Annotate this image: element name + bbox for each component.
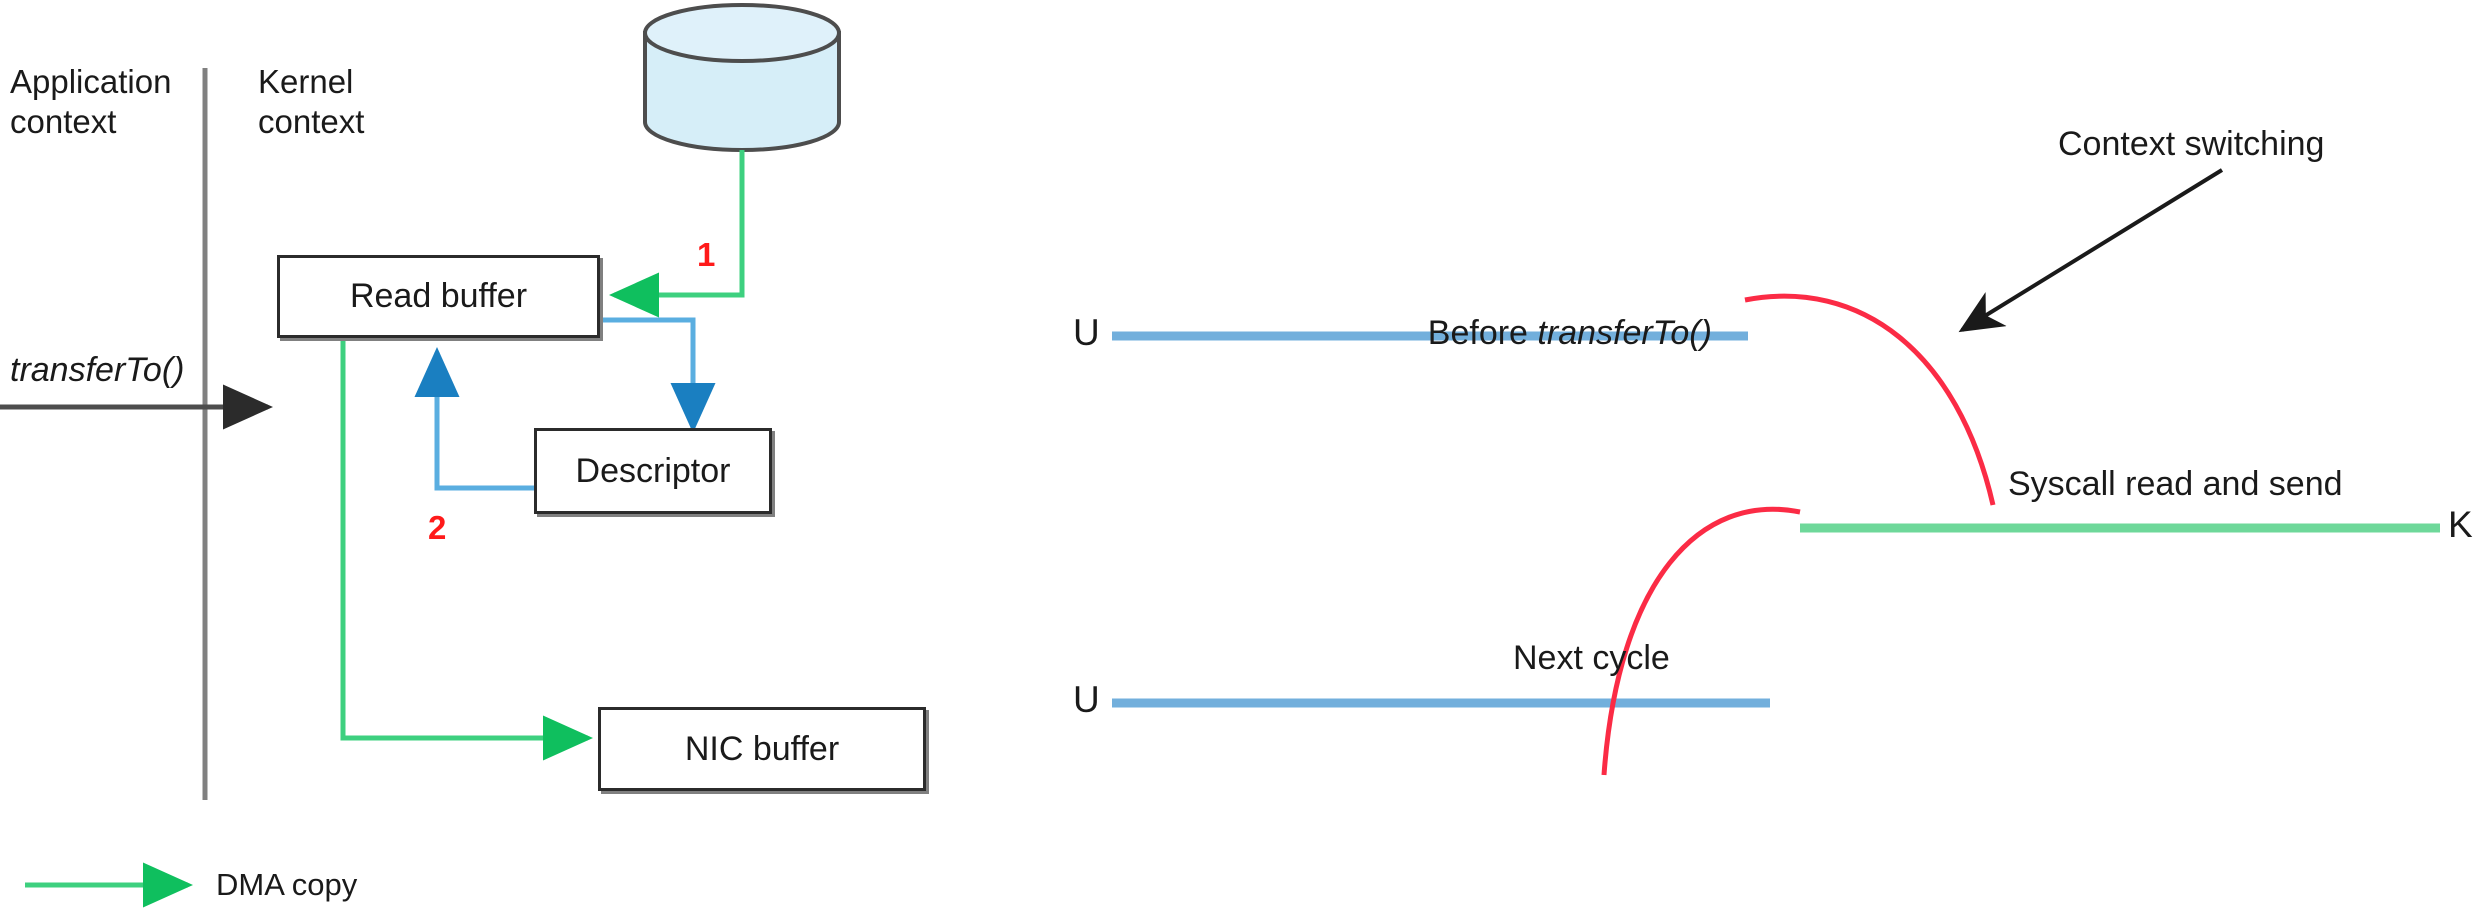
legend-dma-copy-label: DMA copy	[216, 867, 358, 902]
descriptor-label: Descriptor	[575, 451, 731, 490]
copy-readbuffer-to-descriptor	[600, 317, 716, 433]
transferto-label: transferTo()	[10, 351, 185, 389]
descriptor-box[interactable]: Descriptor	[534, 428, 772, 514]
context-switching-leader-arrow	[1958, 168, 2224, 333]
kernel-lane-label: K	[2448, 504, 2473, 545]
disk-cylinder-shape	[643, 3, 841, 152]
context-switching-annotation: Context switching	[2058, 125, 2325, 163]
dma-disk-to-readbuffer	[609, 150, 745, 318]
step-2-label: 2	[428, 509, 447, 546]
read-buffer-label: Read buffer	[349, 277, 528, 315]
nic-buffer-box[interactable]: NIC buffer	[598, 707, 926, 791]
user-lane-bottom-label: U	[1073, 679, 1100, 720]
nic-buffer-label: NIC buffer	[684, 729, 840, 768]
user-lane-top-label: U	[1073, 312, 1100, 353]
application-context-label: Application context	[10, 63, 172, 141]
syscall-read-send-annotation: Syscall read and send	[2008, 465, 2343, 503]
before-transferto-call: transferTo()	[1537, 314, 1712, 353]
before-transferto-annotation: Before transferTo()	[1390, 272, 1712, 396]
next-cycle-annotation: Next cycle	[1513, 639, 1670, 677]
before-transferto-prefix: Before	[1427, 314, 1538, 353]
dma-readbuffer-to-nicbuffer	[340, 340, 593, 761]
step-1-label: 1	[697, 236, 716, 273]
kernel-context-label: Kernel context	[258, 63, 365, 141]
copy-descriptor-to-readbuffer	[414, 347, 534, 491]
context-switch-arc-upper	[1744, 293, 1996, 506]
read-buffer-box[interactable]: Read buffer	[277, 255, 600, 338]
